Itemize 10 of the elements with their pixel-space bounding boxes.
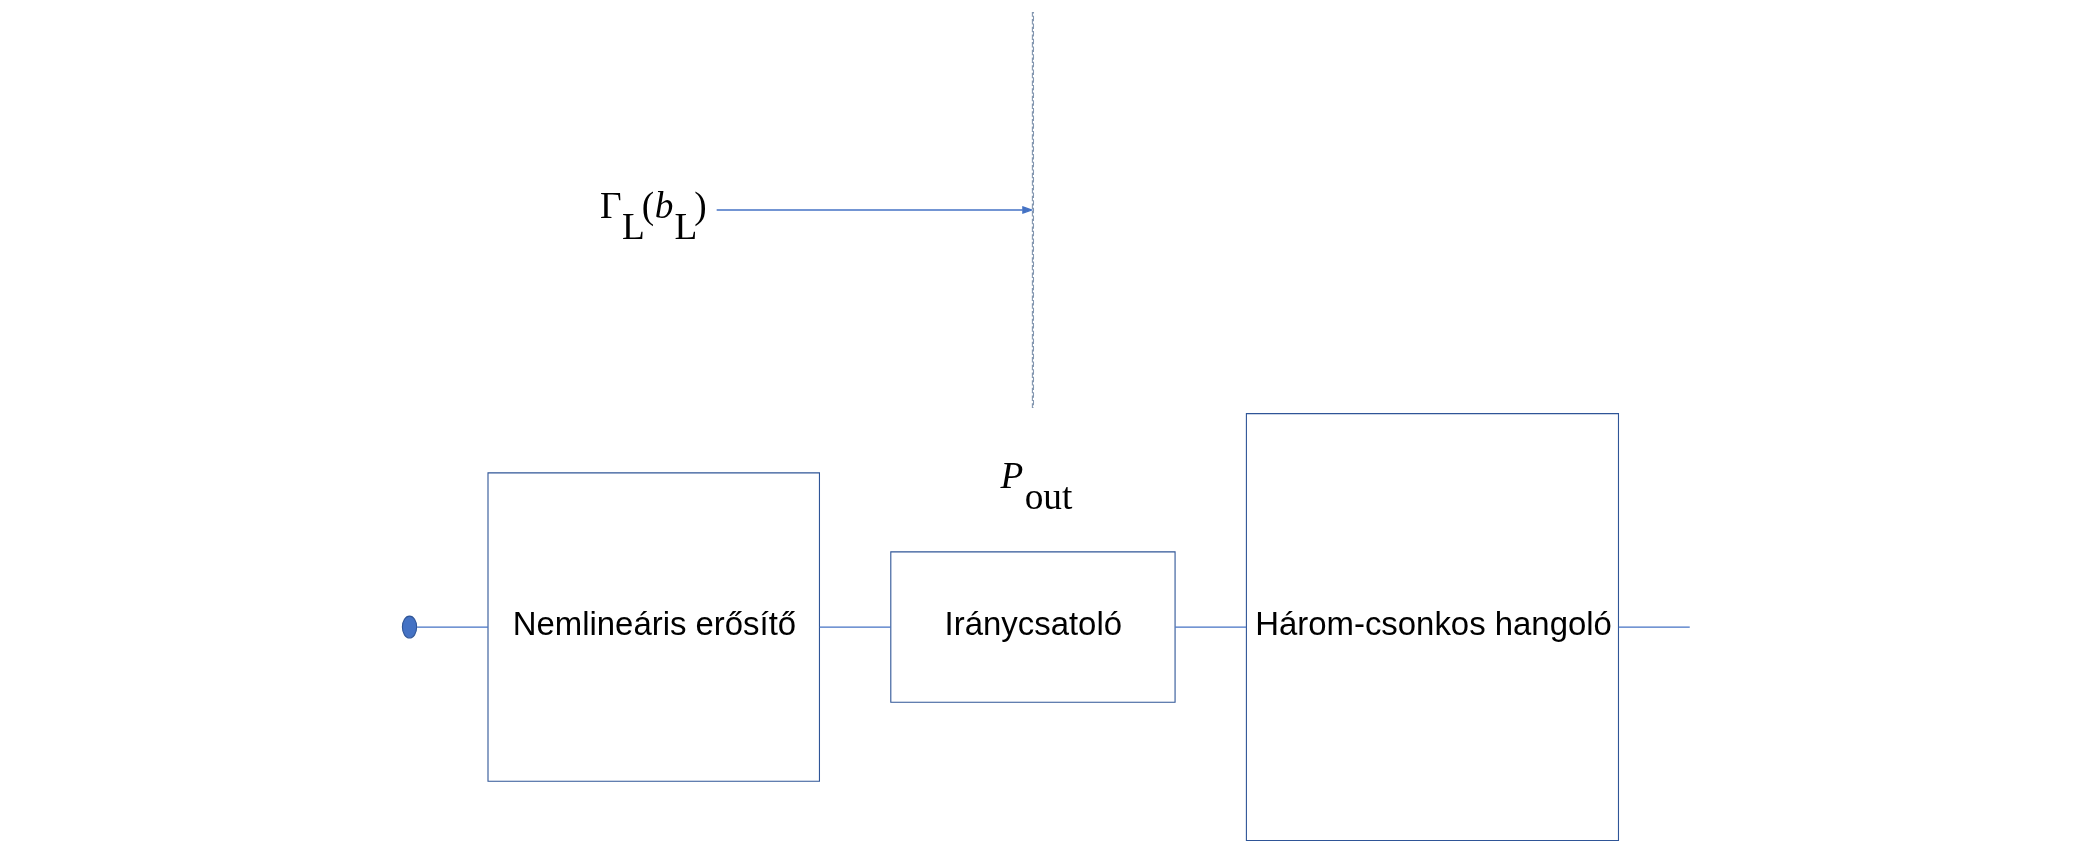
- connector: [415, 626, 489, 628]
- node-circle: [401, 615, 417, 639]
- node-box: Nemlineáris erősítő: [486, 472, 820, 782]
- connector: [818, 626, 891, 628]
- arrow: [715, 206, 1034, 214]
- connector: [1617, 626, 1690, 628]
- node-box: Három-csonkos hangoló: [1245, 413, 1619, 842]
- node-line: [1031, 11, 1034, 409]
- node-box: Iránycsatoló: [889, 551, 1176, 703]
- connector: [1174, 626, 1247, 628]
